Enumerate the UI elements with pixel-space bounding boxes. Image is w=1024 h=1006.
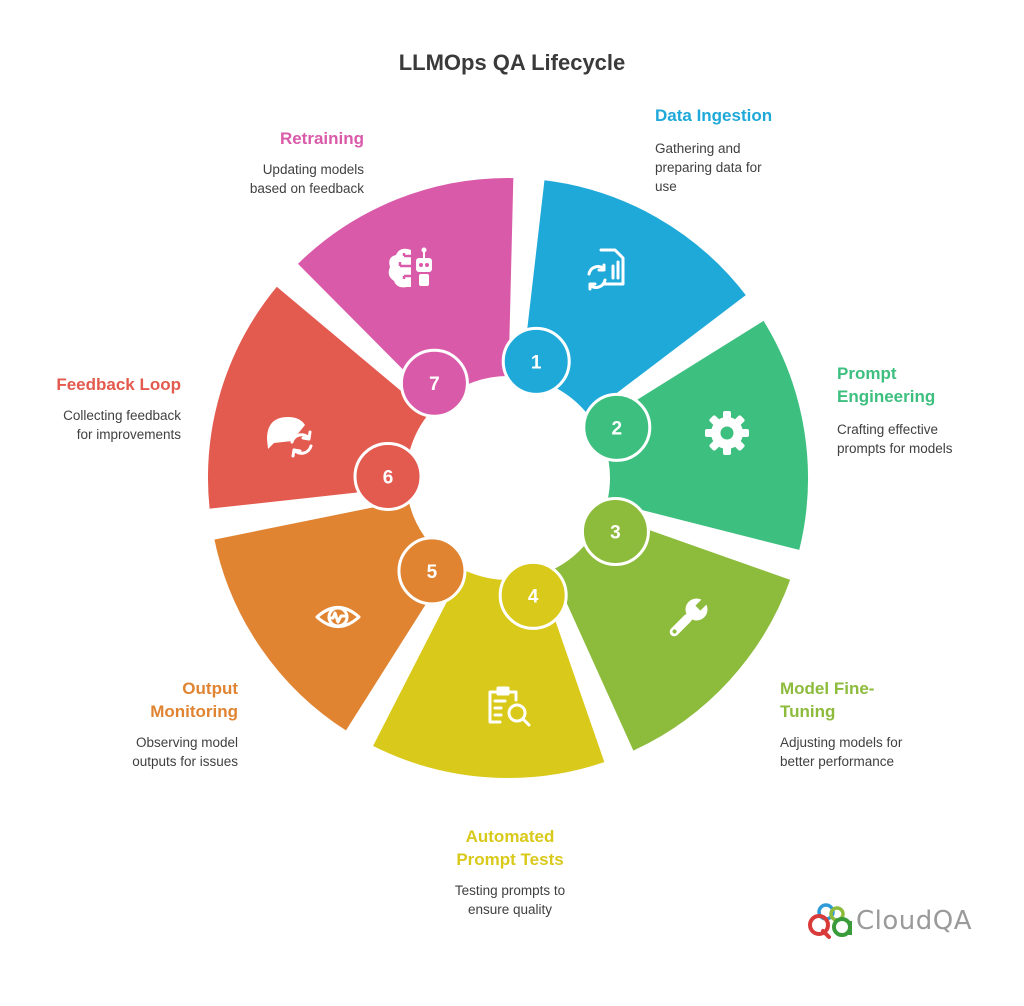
stage-6-title: Feedback Loop [56, 375, 181, 394]
badge-6 [353, 441, 423, 511]
badge-1 [501, 326, 571, 396]
badge-number-7: 7 [429, 374, 440, 395]
stage-1-title: Data Ingestion [655, 106, 773, 125]
badge-number-4: 4 [528, 586, 539, 607]
chat-refresh-icon [267, 417, 313, 458]
page-title: LLMOps QA Lifecycle [398, 50, 626, 75]
stage-7-title: Retraining [279, 129, 364, 148]
badge-number-2: 2 [611, 418, 622, 439]
badge-number-6: 6 [383, 467, 394, 488]
wrench-icon [669, 597, 709, 637]
data-refresh-icon [587, 248, 625, 291]
clipboard-search-icon [488, 686, 531, 727]
badge-2 [582, 392, 652, 462]
brain-robot-icon [388, 247, 432, 288]
badge-3 [580, 496, 650, 566]
badge-number-5: 5 [427, 562, 438, 583]
stage-icons [267, 247, 749, 727]
badge-number-1: 1 [531, 352, 542, 373]
cloudqa-logo-text: CloudQA [856, 906, 973, 936]
badge-number-3: 3 [610, 522, 621, 543]
eye-pulse-icon [315, 606, 361, 628]
badge-7 [399, 348, 469, 418]
badge-5 [397, 536, 467, 606]
cloudqa-logo [808, 903, 852, 939]
number-badges: 1 2 3 4 5 6 7 [353, 326, 652, 630]
gear-icon [705, 411, 749, 455]
stage-3-title: Model Fine-Tuning [780, 679, 875, 721]
badge-4 [498, 560, 568, 630]
